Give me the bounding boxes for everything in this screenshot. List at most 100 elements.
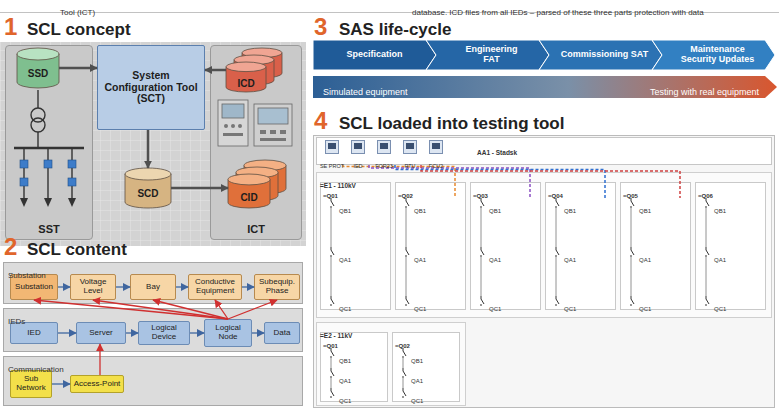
group-band: IEDsIED Server Logical Device Logical Node D… xyxy=(3,308,303,352)
device-label: QB1 xyxy=(564,208,576,214)
box-label: Logical Node xyxy=(207,324,249,342)
file-label: SCD xyxy=(137,188,158,199)
box-label: Bay xyxy=(146,283,160,292)
phase-label: Specification xyxy=(346,50,402,60)
bay-heading: =Q06 xyxy=(698,193,713,199)
tool-box: System Configuration Tool (SCT) xyxy=(97,45,205,130)
device-label: QA1 xyxy=(414,257,426,263)
class-box: Subequip. Phase xyxy=(254,274,300,300)
device-label: QB1 xyxy=(339,208,351,214)
box-label: Conductive Equipment xyxy=(191,278,239,296)
bay-panel: =Q06QB1QA1QC1 xyxy=(695,182,766,310)
bay-heading: =Q02 xyxy=(395,343,410,349)
bay-panel: =Q04QB1QA1QC1 xyxy=(545,182,616,310)
bay-wiring xyxy=(621,183,692,311)
connector-arrow xyxy=(190,332,204,333)
connector-arrow xyxy=(205,69,226,72)
device-label: QA1 xyxy=(489,257,501,263)
cylinder-shape xyxy=(17,48,59,88)
section-heading: SCL content xyxy=(27,240,127,259)
bay-wiring xyxy=(471,183,542,311)
band-label: Substation xyxy=(8,271,46,280)
connector-arrow xyxy=(58,286,70,287)
connector-arrow xyxy=(228,300,277,319)
bay-wiring xyxy=(546,183,617,311)
section-heading: SAS life-cycle xyxy=(339,20,451,39)
device-label: QA1 xyxy=(714,257,726,263)
region-label: SST xyxy=(38,223,59,235)
device-icon xyxy=(429,140,443,154)
section-number: 2 xyxy=(4,233,17,260)
box-label: Voltage Level xyxy=(73,278,113,296)
file-cylinder: SCD xyxy=(125,168,171,208)
device-label: QC1 xyxy=(639,306,651,312)
connector-arrow xyxy=(153,300,228,319)
class-box: Conductive Equipment xyxy=(188,274,242,300)
bay-panel: =Q03QB1QA1QC1 xyxy=(470,182,541,310)
class-box: Sub Network xyxy=(10,370,52,398)
box-label: IED xyxy=(27,329,40,338)
bay-panel: =Q02QB1QA1QC1 xyxy=(395,182,466,310)
class-box: Bay xyxy=(130,274,176,300)
bay-heading: =Q05 xyxy=(623,193,638,199)
panel-heading: =E2 - 11kV xyxy=(320,332,352,339)
station-panel: AA1 - StadskSE PROTIEDFOR23RTUFCU2 xyxy=(316,137,772,165)
connector-arrow xyxy=(34,300,228,319)
device-label: QA1 xyxy=(564,257,576,263)
bay-heading: =Q01 xyxy=(323,193,338,199)
device-icon xyxy=(377,140,391,154)
region-label: ICT xyxy=(247,223,265,235)
class-box: Data xyxy=(264,322,300,344)
device-label: QC1 xyxy=(411,398,423,404)
bay-panel: =Q01QB1QA1QC1 xyxy=(320,332,388,402)
connector-arrow xyxy=(58,332,76,333)
file-label: CID xyxy=(240,192,257,203)
device-label: QA1 xyxy=(339,378,351,384)
connector-arrow xyxy=(99,344,100,375)
file-label: SSD xyxy=(28,68,49,79)
panel-heading: AA1 - Stadsk xyxy=(477,149,517,156)
connector-arrow xyxy=(147,130,150,168)
class-box: Logical Device xyxy=(138,321,190,345)
bay-heading: =Q02 xyxy=(398,193,413,199)
device-icon xyxy=(403,140,417,154)
bay-wiring xyxy=(696,183,767,311)
page-fragment: Tool (ICT) xyxy=(60,8,95,17)
connector-arrow xyxy=(215,300,228,319)
bay-heading: =Q04 xyxy=(548,193,563,199)
phase-chevron: Specification xyxy=(313,40,436,70)
phase-chevron: Maintenance Security Updates xyxy=(652,40,775,70)
bar-label: Simulated equipment xyxy=(323,87,408,97)
bay-panel: =Q01QB1QA1QC1 xyxy=(320,182,391,310)
band-label: Communication xyxy=(8,365,64,374)
device-label: QB1 xyxy=(339,358,351,364)
device-label: QC1 xyxy=(339,398,351,404)
file-cylinder: SSD xyxy=(17,48,59,88)
device-label: QC1 xyxy=(339,306,351,312)
device-label: FCU2 xyxy=(429,163,443,169)
device-label: QC1 xyxy=(489,306,501,312)
bay-wiring xyxy=(396,183,467,311)
device-label: QA1 xyxy=(339,257,351,263)
page-fragment: database. ICD files from all IEDs – pars… xyxy=(412,8,704,17)
panel-heading: =E1 - 110kV xyxy=(320,182,356,189)
bay-heading: =Q01 xyxy=(323,343,338,349)
band-label: IEDs xyxy=(8,317,25,326)
device-label: QB1 xyxy=(414,208,426,214)
connector-arrow xyxy=(242,286,254,287)
bay-panel: =Q02QB1QA1QC1 xyxy=(392,332,460,402)
tool-region: SST SSD xyxy=(5,45,93,240)
section-number: 1 xyxy=(4,13,17,40)
group-band: SubstationSubstationVoltage LevelBayCond… xyxy=(3,262,303,304)
class-box: Server xyxy=(76,322,126,344)
cylinder-shape xyxy=(125,168,171,208)
box-label: Subequip. Phase xyxy=(257,278,297,296)
device-icon xyxy=(325,140,339,154)
device-label: QC1 xyxy=(564,306,576,312)
device-icon xyxy=(351,140,365,154)
device-label: IED xyxy=(353,163,362,169)
class-box: Logical Node xyxy=(204,319,252,347)
connector-arrow xyxy=(252,332,264,333)
